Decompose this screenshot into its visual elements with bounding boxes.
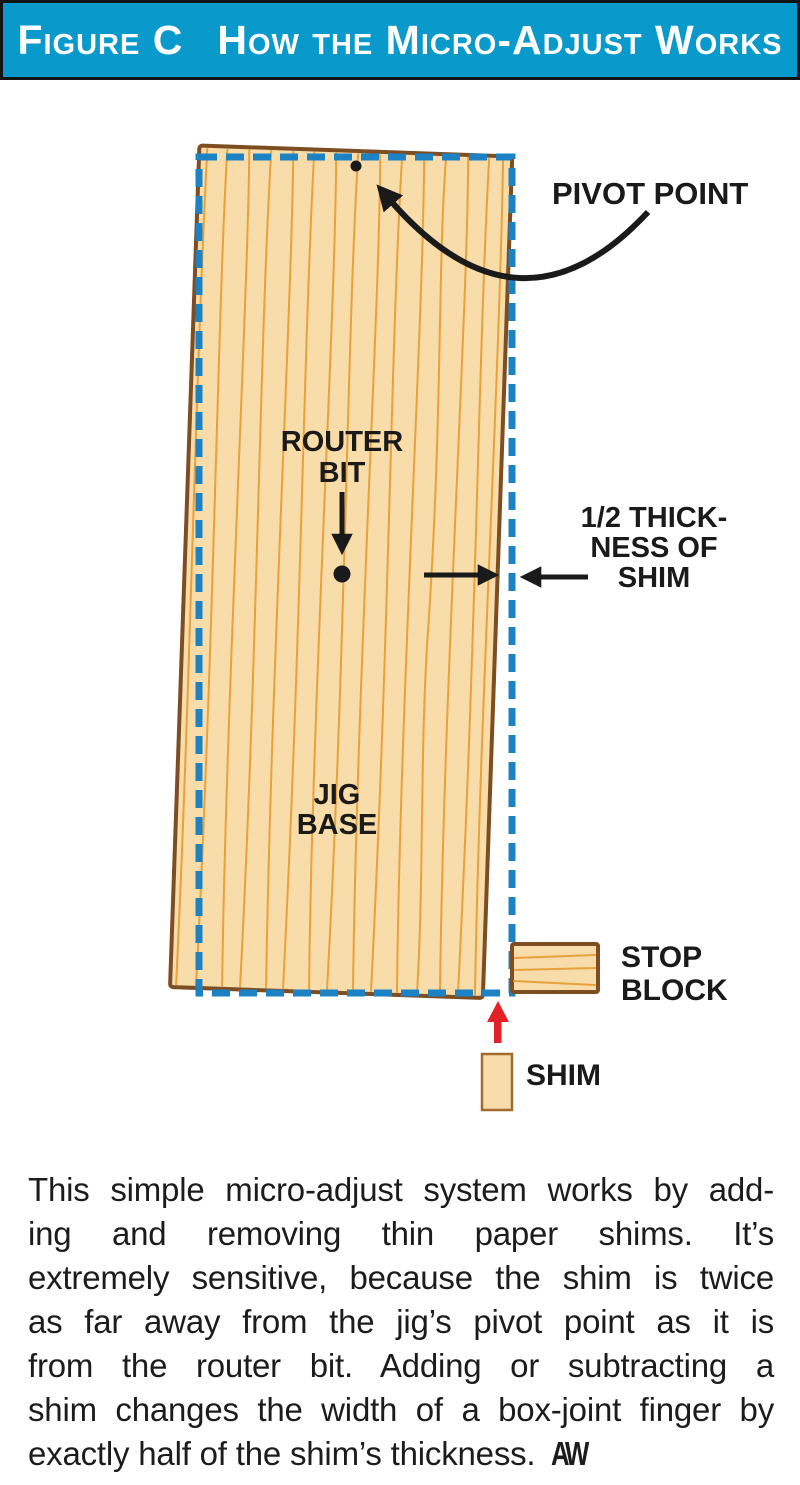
stop-block-graphic	[510, 942, 600, 994]
jig-base-label: JIG BASE	[296, 779, 378, 841]
shim-label: SHIM	[526, 1059, 601, 1092]
caption-line: from the router bit. Adding or subtracti…	[28, 1347, 774, 1384]
router-bit-label: ROUTER BIT	[280, 426, 404, 489]
caption-line: shim changes the width of a box-joint fi…	[28, 1391, 774, 1428]
stop-block-label: STOP BLOCK	[621, 941, 728, 1007]
caption-line: This simple micro-adjust system works by…	[28, 1171, 774, 1208]
caption-line: as far away from the jig’s pivot point a…	[28, 1303, 774, 1340]
caption-line: ing and removing thin paper shims. It’s	[28, 1215, 774, 1252]
aw-magazine-logo: AW	[551, 1435, 589, 1472]
shim-graphic	[480, 1052, 514, 1112]
figure-header: Figure C How the Micro-Adjust Works	[0, 0, 800, 80]
caption-last-line: exactly half of the shim’s thickness.AW	[28, 1432, 774, 1476]
pivot-point-dot	[350, 160, 362, 172]
wood-grain-lines	[175, 147, 505, 996]
figure-label: Figure C	[17, 16, 184, 63]
shim-insert-arrow	[487, 1001, 509, 1043]
router-bit-dot	[333, 565, 351, 583]
figure-title: How the Micro-Adjust Works	[217, 16, 783, 63]
pivot-point-label: PIVOT POINT	[552, 176, 749, 211]
half-shim-thickness-label: 1/2 THICK- NESS OF SHIM	[580, 502, 728, 594]
caption-line: extremely sensitive, because the shim is…	[28, 1259, 774, 1296]
micro-adjust-diagram-art	[168, 143, 651, 1112]
pivot-arrow	[376, 184, 651, 282]
caption: This simple micro-adjust system works by…	[28, 1168, 774, 1476]
dashed-reference-outline	[195, 153, 516, 997]
